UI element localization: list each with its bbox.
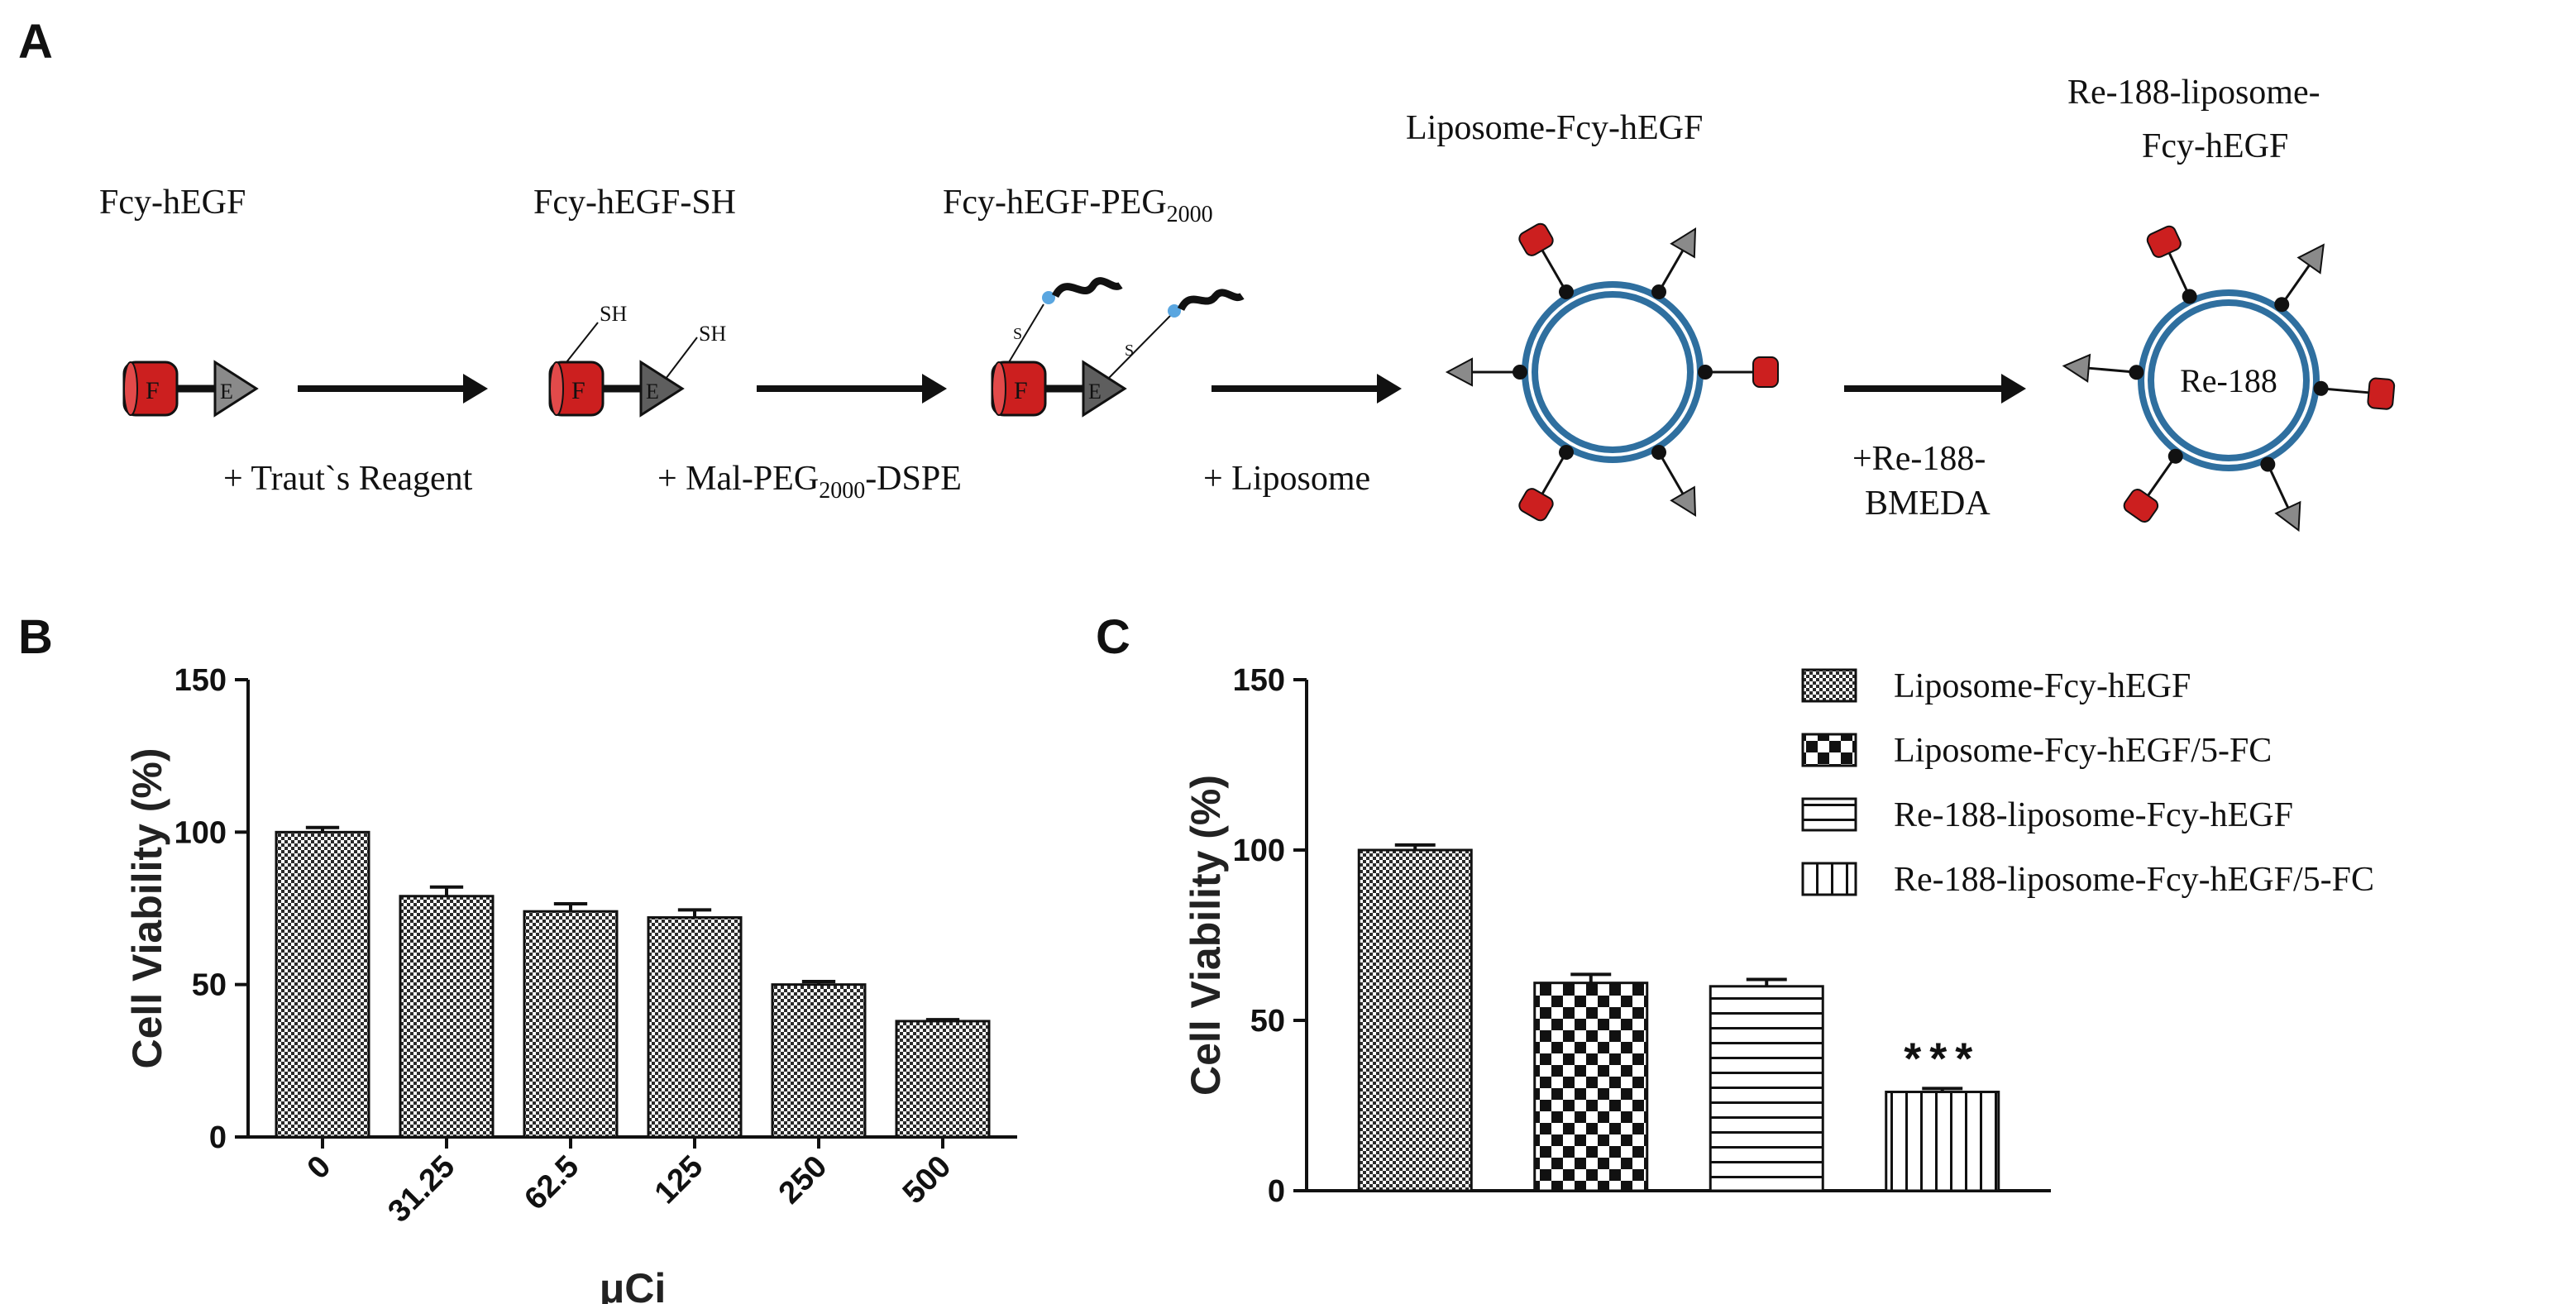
- panel-a: A Fcy-hEGF Fcy-hEGF-SH Fcy-hEGF-PEG2000 …: [18, 15, 2396, 533]
- y-tick-label: 0: [209, 1120, 227, 1155]
- legend-label: Liposome-Fcy-hEGF: [1894, 667, 2191, 705]
- legend-swatch: [1801, 797, 1857, 832]
- liposome-re188-icon: Re-188: [2062, 225, 2396, 533]
- x-tick-label: 500: [896, 1149, 958, 1211]
- bar: [399, 895, 495, 1139]
- step-label-mal-peg: + Mal-PEG2000-DSPE: [657, 460, 962, 504]
- bar: [895, 1020, 991, 1139]
- svg-text:E: E: [646, 380, 659, 404]
- bar: [275, 830, 370, 1139]
- x-tick-label: 0: [301, 1149, 338, 1187]
- step-label-re188: +Re-188-: [1852, 440, 1986, 478]
- legend-swatch: [1801, 733, 1857, 767]
- panel-letter-a: A: [18, 15, 53, 69]
- step-label-bmeda: BMEDA: [1865, 485, 1991, 523]
- sh-label: SH: [600, 302, 627, 326]
- legend-label: Liposome-Fcy-hEGF/5-FC: [1894, 732, 2272, 770]
- legend-label: Re-188-liposome-Fcy-hEGF/5-FC: [1894, 861, 2374, 899]
- svg-text:F: F: [146, 377, 160, 404]
- bar: [523, 910, 619, 1139]
- reaction-arrow-icon: [757, 374, 947, 404]
- step-label-traut: + Traut`s Reagent: [223, 460, 473, 498]
- x-axis-title: μCi: [600, 1265, 667, 1304]
- svg-text:E: E: [1088, 380, 1102, 404]
- compound-label-re188-liposome-2: Fcy-hEGF: [2142, 127, 2288, 165]
- y-tick-label: 50: [192, 968, 227, 1003]
- panel-letter-b: B: [18, 610, 53, 664]
- compound-label-liposome-fcy-hegf: Liposome-Fcy-hEGF: [1406, 109, 1703, 147]
- sh-label: SH: [699, 322, 726, 346]
- compound-label-fcy-hegf: Fcy-hEGF: [99, 184, 246, 222]
- step-label-liposome: + Liposome: [1203, 460, 1370, 498]
- chart-c-legend: Liposome-Fcy-hEGF Liposome-Fcy-hEGF/5-FC R…: [1801, 667, 2374, 899]
- bar: [1533, 982, 1649, 1192]
- legend-swatch: [1801, 862, 1857, 896]
- reaction-arrow-icon: [1844, 374, 2026, 404]
- bar: [771, 983, 867, 1139]
- panel-letter-c: C: [1096, 610, 1130, 664]
- molecule-fcy-hegf-sh-icon: F E SH SH: [548, 302, 726, 418]
- x-tick-label: 125: [648, 1149, 710, 1211]
- svg-text:F: F: [571, 377, 585, 404]
- x-tick-label: 62.5: [518, 1149, 585, 1217]
- molecule-fcy-hegf-peg-icon: F E S S: [991, 277, 1245, 418]
- svg-text:F: F: [1014, 377, 1028, 404]
- re188-core-label: Re-188: [2180, 362, 2277, 399]
- x-tick-label: 250: [772, 1149, 834, 1211]
- legend-swatch: [1801, 668, 1857, 703]
- significance-label: ***: [1904, 1034, 1981, 1083]
- compound-label-re188-liposome-1: Re-188-liposome-: [2067, 74, 2320, 112]
- svg-text:E: E: [220, 380, 233, 404]
- liposome-fcy-hegf-icon: [1445, 222, 1779, 522]
- compound-label-fcy-hegf-sh: Fcy-hEGF-SH: [533, 184, 736, 222]
- bar: [647, 916, 743, 1139]
- legend-label: Re-188-liposome-Fcy-hEGF: [1894, 796, 2293, 834]
- y-tick-label: 50: [1250, 1004, 1285, 1039]
- y-tick-label: 150: [174, 663, 227, 698]
- bar: [1357, 848, 1473, 1192]
- svg-text:S: S: [1013, 325, 1022, 343]
- bar: [1885, 1091, 2000, 1192]
- compound-label-fcy-hegf-peg: Fcy-hEGF-PEG2000: [943, 184, 1213, 227]
- reaction-arrow-icon: [1212, 374, 1402, 404]
- reaction-arrow-icon: [298, 374, 488, 404]
- y-axis-title: Cell Viability (%): [1183, 775, 1229, 1096]
- svg-text:S: S: [1125, 342, 1134, 360]
- y-tick-label: 100: [174, 815, 227, 850]
- x-tick-label: 31.25: [381, 1149, 461, 1230]
- y-tick-label: 150: [1233, 663, 1285, 698]
- bar: [1709, 985, 1824, 1192]
- y-axis-title: Cell Viability (%): [124, 748, 170, 1068]
- y-tick-label: 0: [1268, 1174, 1285, 1209]
- y-tick-label: 100: [1233, 834, 1285, 868]
- molecule-fcy-hegf-icon: F E: [122, 360, 259, 418]
